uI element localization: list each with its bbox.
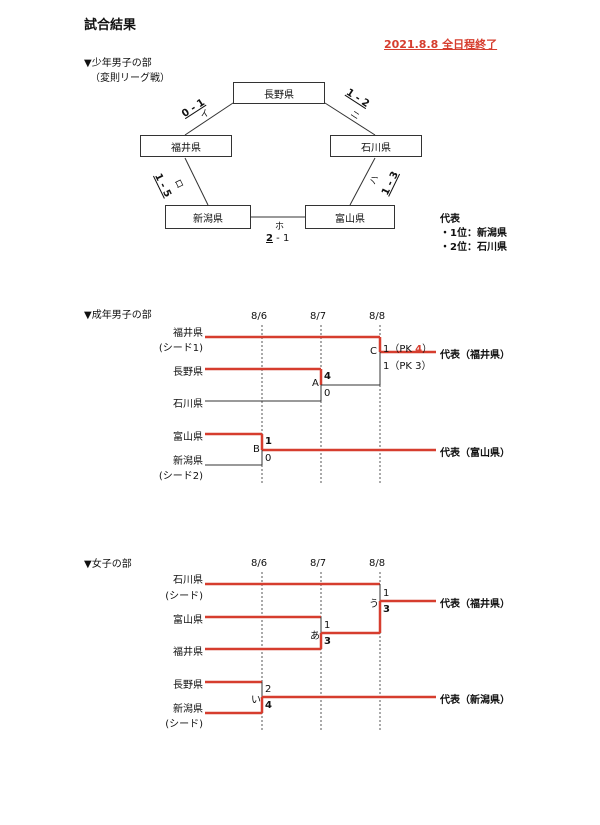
men-game-c-bottom: 1（PK 3） [383, 361, 432, 372]
match-ho-left: 2 [266, 233, 273, 244]
men-date-3: 8/8 [369, 311, 386, 322]
match-ho-score: 2 - 1 [266, 233, 289, 244]
men-heading: ▼成年男子の部 [84, 310, 152, 321]
team-box-nagano: 長野県 [233, 82, 325, 104]
women-heading: ▼女子の部 [84, 559, 132, 570]
match-ho-dash: - [276, 233, 280, 244]
women-rep-1: 代表（福井県） [440, 599, 510, 610]
men-game-c-top-suffix: ） [422, 344, 433, 355]
women-game-u-top: 1 [383, 588, 390, 599]
men-game-c-top: 1（PK 4） [383, 340, 432, 355]
women-date-1: 8/6 [251, 558, 268, 569]
men-team-fukui-seed: (シード1) [158, 343, 203, 354]
boys-rep-first: ・1位：新潟県 [440, 228, 507, 239]
boys-heading: ▼少年男子の部 [84, 58, 152, 69]
men-rep-1: 代表（福井県） [440, 350, 510, 361]
women-date-3: 8/8 [369, 558, 386, 569]
women-team-fukui: 福井県 [173, 647, 203, 658]
men-game-c-top-prefix: 1（PK [383, 344, 416, 355]
team-box-fukui: 福井県 [140, 135, 232, 157]
match-ho-right: 1 [282, 233, 290, 244]
women-game-u-label: う [369, 599, 379, 610]
men-team-fukui: 福井県 [173, 328, 203, 339]
women-team-niigata-seed: (シード) [165, 719, 203, 730]
women-rep-2: 代表（新潟県） [440, 695, 510, 706]
women-date-2: 8/7 [310, 558, 327, 569]
women-game-a-top: 1 [324, 620, 331, 631]
women-game-i-bottom: 4 [265, 700, 272, 711]
men-game-a-bottom: 0 [324, 388, 331, 399]
women-game-u-bottom: 3 [383, 604, 390, 615]
women-game-i-label: い [251, 695, 261, 706]
women-game-a-bottom: 3 [324, 636, 331, 647]
line-nagano-ishikawa [324, 102, 376, 136]
men-date-1: 8/6 [251, 311, 268, 322]
men-game-c-label: C [370, 346, 377, 357]
women-team-ishikawa: 石川県 [173, 575, 203, 586]
men-date-2: 8/7 [310, 311, 327, 322]
boys-rep-title: 代表 [440, 214, 460, 225]
line-fukui-niigata [184, 157, 209, 206]
women-team-toyama: 富山県 [173, 615, 203, 626]
men-team-toyama: 富山県 [173, 432, 203, 443]
boys-rep-second: ・2位：石川県 [440, 242, 507, 253]
men-team-ishikawa: 石川県 [173, 399, 203, 410]
team-box-toyama: 富山県 [305, 205, 395, 229]
women-game-a-label: あ [310, 631, 320, 642]
men-game-a-top: 4 [324, 371, 331, 382]
men-rep-2: 代表（富山県） [440, 448, 510, 459]
men-game-a-label: A [312, 378, 319, 389]
men-team-niigata-seed: (シード2) [158, 471, 203, 482]
match-ho-mark: ホ [275, 222, 285, 232]
line-nagano-fukui [184, 102, 234, 136]
status-text: 2021.8.8 全日程終了 [384, 38, 498, 51]
men-team-nagano: 長野県 [173, 367, 203, 378]
men-game-b-bottom: 0 [265, 453, 272, 464]
men-game-c-top-pk: 4 [415, 344, 423, 355]
women-team-niigata: 新潟県 [173, 704, 203, 715]
men-game-b-top: 1 [265, 436, 272, 447]
women-team-nagano: 長野県 [173, 680, 203, 691]
boys-format: （変則リーグ戦） [90, 73, 170, 84]
men-team-niigata: 新潟県 [173, 456, 203, 467]
team-box-niigata: 新潟県 [165, 205, 251, 229]
page-title: 試合結果 [84, 18, 137, 33]
line-ishikawa-toyama [349, 157, 376, 206]
team-box-ishikawa: 石川県 [330, 135, 422, 157]
women-game-i-top: 2 [265, 684, 272, 695]
men-game-b-label: B [253, 444, 260, 455]
women-team-ishikawa-seed: (シード) [165, 591, 203, 602]
